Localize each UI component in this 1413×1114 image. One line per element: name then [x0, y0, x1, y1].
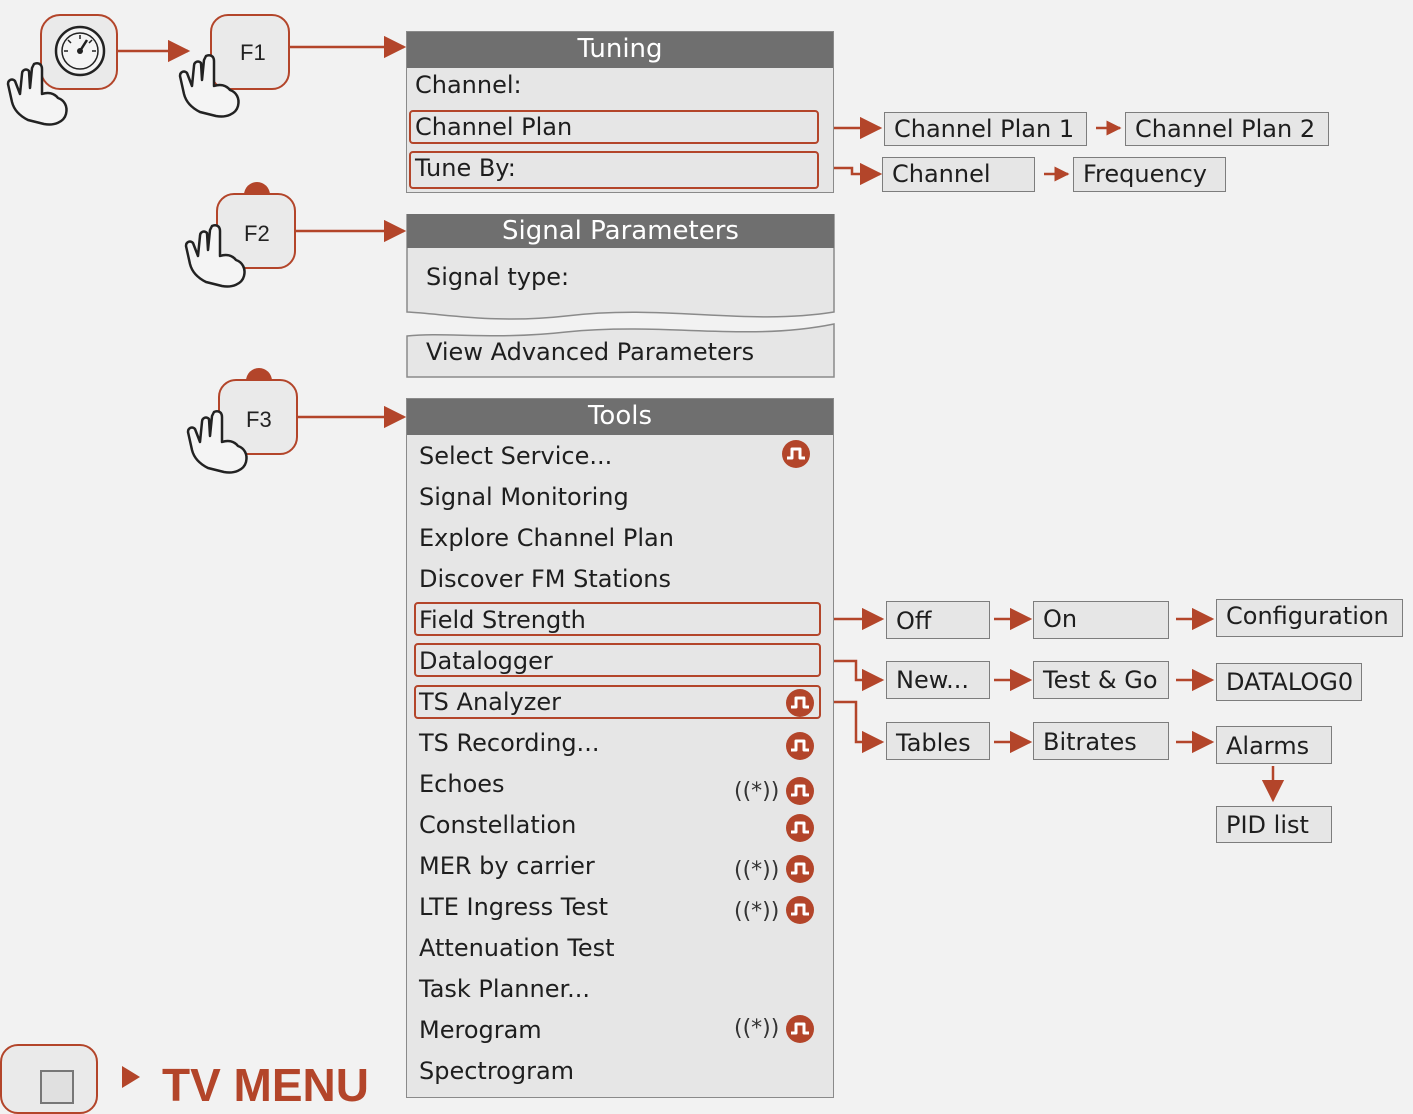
- hand-pointer-icon: [6, 61, 68, 126]
- ts-analyzer-option[interactable]: Tables: [886, 722, 990, 760]
- signal-pulse-icon: [786, 1015, 814, 1043]
- tuning-title: Tuning: [407, 32, 833, 68]
- tuning-panel: Tuning Channel: Channel Plan Tune By:: [406, 31, 834, 193]
- tools-item-field-strength-highlight[interactable]: [414, 602, 821, 636]
- field-strength-option[interactable]: On: [1033, 601, 1169, 639]
- tools-item-datalogger-highlight[interactable]: [414, 643, 821, 677]
- channel-plan-option[interactable]: Channel Plan 1: [884, 112, 1087, 146]
- tools-item[interactable]: Constellation: [419, 811, 577, 839]
- tools-item: Datalogger: [419, 647, 553, 675]
- tuning-channel-plan-label: Channel Plan: [415, 113, 573, 141]
- signal-pulse-icon: [786, 777, 814, 805]
- tools-item[interactable]: Echoes: [419, 770, 505, 798]
- signal-pulse-icon: [786, 896, 814, 924]
- ts-analyzer-option[interactable]: PID list: [1216, 806, 1332, 843]
- tuning-tune-by-label: Tune By:: [415, 154, 516, 182]
- datalogger-option[interactable]: DATALOG0: [1216, 663, 1362, 701]
- hand-pointer-icon: [186, 409, 248, 474]
- tuning-channel-label: Channel:: [415, 71, 522, 99]
- signal-parameters-title: Signal Parameters: [502, 216, 739, 246]
- field-strength-option[interactable]: Configuration: [1216, 599, 1403, 637]
- f2-key-label: F2: [244, 221, 270, 246]
- tuning-item-tune-by[interactable]: [409, 151, 819, 189]
- datalogger-option[interactable]: New...: [886, 661, 990, 699]
- tools-item[interactable]: Task Planner...: [419, 975, 591, 1003]
- antenna-icon: ((*)): [734, 858, 780, 883]
- tools-item[interactable]: MER by carrier: [419, 852, 595, 880]
- signal-pulse-icon: [786, 814, 814, 842]
- tune-by-option[interactable]: Channel: [882, 157, 1035, 192]
- f1-key[interactable]: F1: [210, 14, 290, 90]
- datalogger-option[interactable]: Test & Go: [1033, 661, 1169, 699]
- signal-pulse-icon: [786, 689, 814, 717]
- tools-item[interactable]: Spectrogram: [419, 1057, 575, 1085]
- antenna-icon: ((*)): [734, 1016, 780, 1041]
- tools-item[interactable]: Merogram: [419, 1016, 542, 1044]
- f2-key-bump: [244, 182, 270, 196]
- tools-item[interactable]: Attenuation Test: [419, 934, 615, 962]
- tools-item[interactable]: Select Service...: [419, 442, 613, 470]
- tools-item[interactable]: Explore Channel Plan: [419, 524, 674, 552]
- tune-by-option[interactable]: Frequency: [1073, 157, 1226, 192]
- hand-pointer-icon: [178, 53, 240, 118]
- channel-plan-option[interactable]: Channel Plan 2: [1125, 112, 1329, 146]
- tools-title: Tools: [407, 399, 833, 435]
- f3-key-bump: [246, 368, 272, 382]
- f3-key[interactable]: F3: [218, 379, 298, 455]
- tv-menu-badge-square: [40, 1070, 74, 1104]
- tools-item: Field Strength: [419, 606, 586, 634]
- tools-item[interactable]: TS Recording...: [419, 729, 600, 757]
- play-arrow-icon: [122, 1066, 140, 1088]
- signal-type-label: Signal type:: [426, 263, 570, 291]
- tools-item: TS Analyzer: [419, 688, 561, 716]
- field-strength-option[interactable]: Off: [886, 601, 990, 639]
- tools-item[interactable]: LTE Ingress Test: [419, 893, 609, 921]
- tools-item[interactable]: Signal Monitoring: [419, 483, 629, 511]
- hand-pointer-icon: [184, 223, 246, 288]
- ts-analyzer-option[interactable]: Alarms: [1216, 726, 1332, 764]
- f3-key-label: F3: [246, 407, 272, 432]
- tools-item[interactable]: Discover FM Stations: [419, 565, 671, 593]
- signal-pulse-icon: [786, 855, 814, 883]
- signal-pulse-icon: [782, 440, 810, 468]
- antenna-icon: ((*)): [734, 899, 780, 924]
- signal-parameters-panel: [406, 214, 835, 378]
- tuning-item-channel-plan[interactable]: [409, 110, 819, 144]
- f1-key-label: F1: [240, 40, 266, 65]
- gauge-icon: [54, 25, 106, 77]
- ts-analyzer-option[interactable]: Bitrates: [1033, 722, 1169, 760]
- view-advanced-parameters[interactable]: View Advanced Parameters: [426, 338, 755, 366]
- setup-button[interactable]: [40, 14, 118, 90]
- tv-menu-badge: [0, 1044, 98, 1114]
- tv-menu-title: TV MENU: [162, 1059, 369, 1111]
- signal-pulse-icon: [786, 732, 814, 760]
- antenna-icon: ((*)): [734, 779, 780, 804]
- f2-key[interactable]: F2: [216, 193, 296, 269]
- tools-item-ts-analyzer-highlight[interactable]: [414, 685, 821, 719]
